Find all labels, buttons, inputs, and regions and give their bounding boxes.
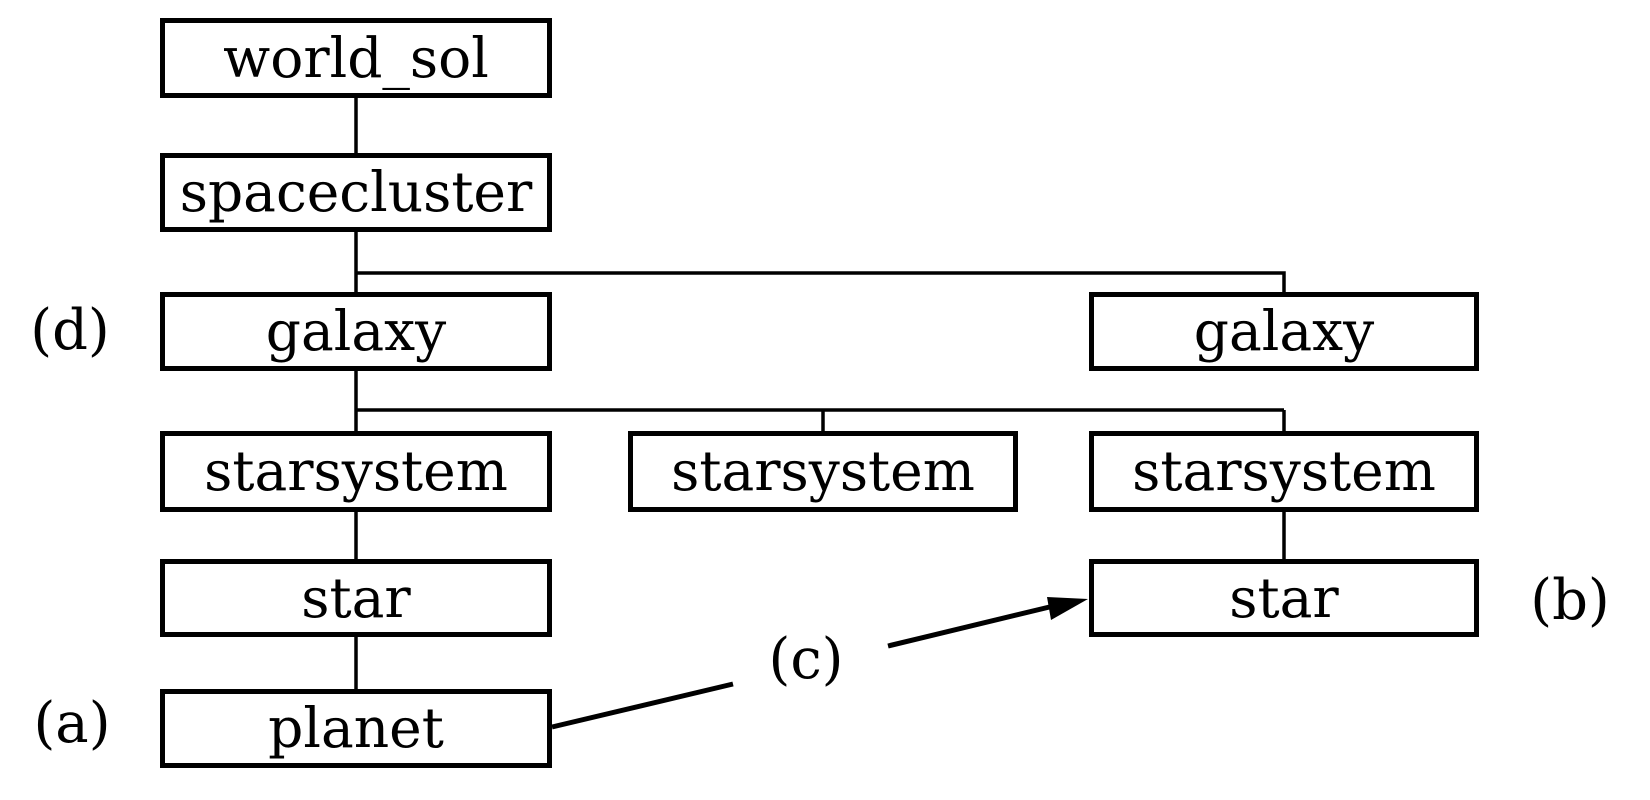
node-starsystem-3: starsystem — [1089, 431, 1479, 512]
node-galaxy-left: galaxy — [160, 292, 552, 371]
annotation-a: (a) — [33, 691, 111, 756]
node-galaxy-right-label: galaxy — [1193, 299, 1375, 363]
node-star-right-label: star — [1229, 565, 1339, 630]
node-spacecluster: spacecluster — [160, 153, 552, 232]
node-starsystem-2-label: starsystem — [671, 439, 975, 503]
node-starsystem-1: starsystem — [160, 431, 552, 512]
arrow-planet-starright — [551, 597, 1088, 730]
node-galaxy-right: galaxy — [1089, 292, 1479, 371]
node-world-sol-label: world_sol — [223, 25, 489, 90]
node-galaxy-left-label: galaxy — [265, 299, 447, 363]
node-starsystem-3-label: starsystem — [1132, 439, 1436, 503]
node-world-sol: world_sol — [160, 18, 552, 98]
node-star-left: star — [160, 559, 552, 637]
node-starsystem-2: starsystem — [628, 431, 1018, 512]
annotation-c: (c) — [768, 627, 844, 692]
annotation-d: (d) — [30, 298, 110, 363]
node-starsystem-1-label: starsystem — [204, 439, 508, 503]
node-star-right: star — [1089, 559, 1479, 637]
edge-spacecluster-galaxyright — [356, 271, 1286, 292]
annotation-b: (b) — [1530, 568, 1610, 633]
arrowhead-icon — [1047, 597, 1088, 620]
node-spacecluster-label: spacecluster — [179, 160, 533, 224]
node-planet-label: planet — [268, 696, 444, 760]
node-planet: planet — [160, 689, 552, 768]
node-star-left-label: star — [301, 565, 411, 630]
